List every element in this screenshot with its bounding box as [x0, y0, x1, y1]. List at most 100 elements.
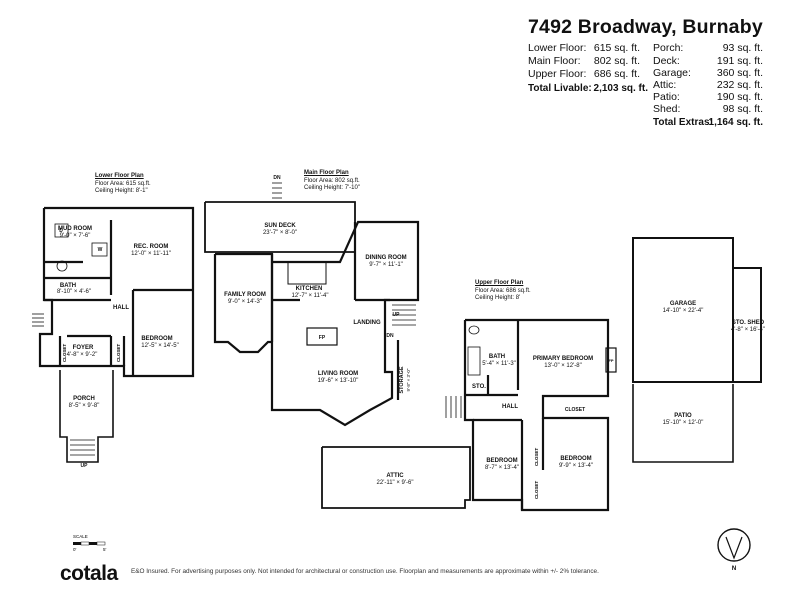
patio-outline	[632, 384, 734, 463]
storage-label: STORAGE	[399, 366, 405, 393]
family-room-label: FAMILY ROOM	[224, 292, 266, 298]
upper-stairs	[445, 396, 462, 418]
kitchen-dim: 12'-7" × 11'-4"	[292, 293, 329, 299]
lower-sink	[56, 260, 68, 272]
fp-main-mark: FP	[319, 335, 326, 341]
lower-bath-label: BATH	[60, 283, 76, 289]
upper-plan-heading: Upper Floor Plan Floor Area: 686 sq.ft. …	[475, 280, 531, 301]
closet-u3-label: CLOSET	[534, 481, 539, 500]
kitchen-counter	[287, 261, 327, 285]
compass-ring	[717, 528, 751, 562]
area-row-porch: Porch: 93 sq. ft.	[653, 42, 763, 54]
scale-label: SCALE	[73, 534, 88, 539]
area-row-patio: Patio: 190 sq. ft.	[653, 91, 763, 103]
upper-hall-label: HALL	[502, 404, 518, 410]
fireplace-upper	[605, 347, 617, 373]
lower-side-steps	[32, 313, 44, 327]
shed-label: STO. SHED	[732, 320, 765, 326]
kitchen-label: KITCHEN	[296, 286, 323, 292]
upper-closet-label: CLOSET	[565, 407, 585, 413]
main-dn-mark: DN	[386, 333, 394, 339]
scale-zero: 0'	[73, 547, 77, 552]
foyer-label: FOYER	[73, 345, 94, 351]
main-outer-wall	[215, 220, 420, 427]
scale-bar: SCALE 0' 5'	[73, 534, 107, 552]
garage-dim: 14'-10" × 22'-4"	[663, 308, 704, 314]
shed-outline	[732, 267, 762, 383]
area-row-lower: Lower Floor: 615 sq. ft.	[528, 42, 640, 54]
washer	[91, 242, 108, 257]
patio-dim: 15'-10" × 12'-0"	[663, 420, 704, 426]
living-room-dim: 19'-6" × 13'-10"	[318, 378, 359, 384]
main-plan-heading: Main Floor Plan Floor Area: 802 sq.ft. C…	[304, 170, 360, 191]
dining-room-dim: 9'-7" × 11'-1"	[369, 262, 403, 268]
compass-arrow	[725, 536, 743, 560]
sun-deck-dim: 23'-7" × 8'-0"	[263, 230, 297, 236]
dining-room-label: DINING ROOM	[365, 255, 406, 261]
compass-north: N	[732, 566, 736, 572]
disclaimer-text: E&O Insured. For advertising purposes on…	[131, 568, 599, 575]
washer-mark: W	[98, 247, 103, 253]
storage-dim: 9'-8" × 3'-0"	[406, 368, 411, 391]
lower-bedroom-dim: 12'-5" × 14'-5"	[141, 343, 178, 349]
porch-dim: 8'-5" × 9'-8"	[69, 403, 100, 409]
porch-outline	[59, 370, 114, 463]
landing-label: LANDING	[353, 320, 381, 326]
rec-room-label: REC. ROOM	[134, 244, 169, 250]
porch-label: PORCH	[73, 396, 95, 402]
bedroom-upper2-dim: 9'-9" × 13'-4"	[559, 463, 593, 469]
family-room-dim: 9'-0" × 14'-3"	[228, 299, 262, 305]
sun-deck-label: SUN DECK	[264, 223, 296, 229]
scale-five: 5'	[103, 547, 107, 552]
closet-l2-label: CLOSET	[116, 344, 121, 363]
area-row-shed: Shed: 98 sq. ft.	[653, 103, 763, 115]
bedroom-upper2-label: BEDROOM	[560, 456, 591, 462]
upper-toilet	[468, 325, 480, 335]
bedroom-upper1-label: BEDROOM	[486, 458, 517, 464]
shed-dim: 4'-8" × 16'-4"	[731, 327, 765, 333]
area-row-attic: Attic: 232 sq. ft.	[653, 79, 763, 91]
porch-steps	[70, 439, 95, 456]
dryer-mark: D	[59, 228, 63, 234]
family-room-wall	[213, 254, 272, 354]
mud-room-label: MUD ROOM	[58, 226, 92, 232]
main-stairs	[392, 304, 416, 326]
area-row-upper: Upper Floor: 686 sq. ft.	[528, 68, 640, 80]
closet-l1-label: CLOSET	[62, 344, 67, 363]
porch-up-mark: UP	[81, 463, 89, 469]
area-row-deck: Deck: 191 sq. ft.	[653, 55, 763, 67]
lower-bedroom-label: BEDROOM	[141, 336, 172, 342]
closet-u2-label: CLOSET	[534, 448, 539, 467]
total-livable: Total Livable: 2,103 sq. ft.	[528, 83, 648, 94]
garage-label: GARAGE	[670, 301, 696, 307]
upper-tub	[467, 346, 481, 376]
dryer	[54, 223, 69, 238]
deck-dn-mark: DN	[273, 175, 281, 181]
primary-bedroom-dim: 13'-0" × 12'-8"	[544, 363, 581, 369]
area-row-main: Main Floor: 802 sq. ft.	[528, 55, 640, 67]
lower-hall-label: HALL	[113, 305, 129, 311]
attic-dim: 22'-11" × 9'-6"	[377, 480, 414, 486]
upper-bath-label: BATH	[489, 354, 505, 360]
rec-room-dim: 12'-0" × 11'-11"	[131, 251, 171, 257]
foyer-dim: 4'-8" × 9'-2"	[67, 352, 98, 358]
fireplace-main	[306, 327, 338, 346]
attic-outline	[321, 446, 471, 509]
attic-label: ATTIC	[386, 473, 404, 479]
primary-bedroom-label: PRIMARY BEDROOM	[533, 356, 593, 362]
upper-bath-dim: 5'-4" × 11'-3"	[482, 361, 516, 367]
property-address: 7492 Broadway, Burnaby	[528, 16, 763, 38]
sto-label: STO.	[472, 384, 486, 390]
main-up-mark: UP	[393, 312, 401, 318]
mud-room-dim: 9'-0" × 7'-6"	[60, 233, 91, 239]
lower-bath-dim: 8'-10" × 4'-6"	[57, 289, 91, 295]
lower-plan-heading: Lower Floor Plan Floor Area: 615 sq.ft. …	[95, 173, 151, 194]
deck-steps	[272, 182, 282, 199]
total-extras: Total Extras: 1,164 sq. ft.	[653, 117, 763, 128]
cotala-logo: cotala	[60, 562, 118, 585]
fp-upper-mark: FP	[608, 358, 613, 363]
bedroom-upper1-dim: 8'-7" × 13'-4"	[485, 465, 519, 471]
area-row-garage: Garage: 360 sq. ft.	[653, 67, 763, 79]
